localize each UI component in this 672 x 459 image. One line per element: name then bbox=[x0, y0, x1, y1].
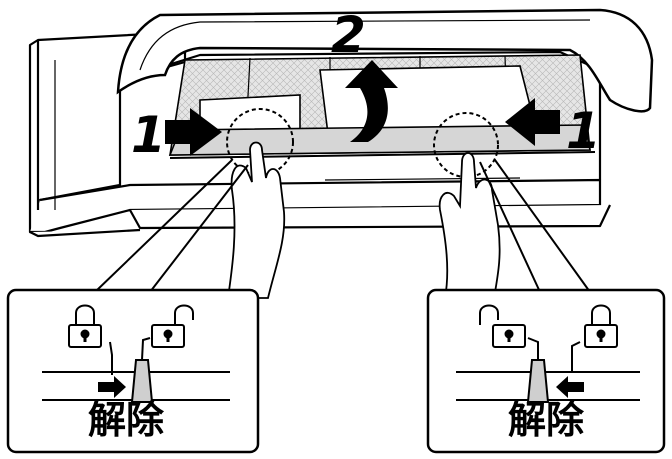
unlock-label-right: 解除 bbox=[507, 398, 584, 442]
callout-lines bbox=[94, 159, 591, 293]
right-hand bbox=[438, 152, 501, 299]
lock-open-icon bbox=[479, 304, 526, 348]
push-arrow-left-icon bbox=[165, 108, 222, 156]
step-number-push-right: 1 bbox=[566, 102, 601, 160]
lock-closed-icon bbox=[68, 304, 102, 348]
step-number-lift: 2 bbox=[331, 6, 366, 64]
left-inset bbox=[6, 288, 260, 454]
unlock-label-left: 解除 bbox=[87, 398, 164, 442]
right-inset bbox=[426, 288, 666, 454]
lock-closed-icon bbox=[584, 304, 618, 348]
push-arrow-right-icon bbox=[505, 98, 560, 146]
left-hand bbox=[226, 141, 286, 299]
step-number-push-left: 1 bbox=[131, 106, 166, 164]
slide-right-arrow-icon bbox=[98, 376, 126, 398]
slide-left-arrow-icon bbox=[556, 376, 584, 398]
front-panel bbox=[116, 8, 654, 113]
latch-lever bbox=[526, 359, 550, 403]
lift-arrow-icon bbox=[345, 60, 398, 142]
lock-open-icon bbox=[151, 304, 194, 348]
latch-lever bbox=[130, 359, 154, 403]
